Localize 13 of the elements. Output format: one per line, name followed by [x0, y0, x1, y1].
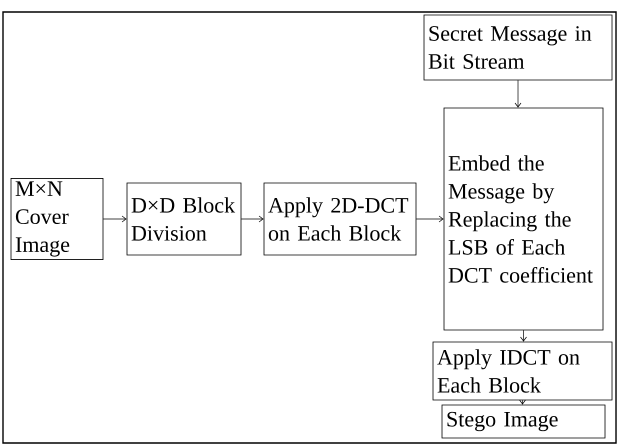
process-box: Secret Message in Bit Stream	[424, 14, 612, 80]
arrow	[416, 216, 444, 222]
arrow	[520, 330, 527, 342]
arrow	[519, 400, 526, 405]
process-box: D×D Block Division	[126, 182, 242, 256]
process-box: Apply IDCT on Each Block	[432, 342, 612, 400]
process-box: Stego Image	[442, 404, 606, 438]
process-box: M×N Cover Image	[10, 178, 104, 260]
arrow	[103, 216, 127, 222]
process-box: Embed the Message by Replacing the LSB of Each DCT coefficient	[444, 108, 604, 330]
arrow	[241, 216, 264, 222]
arrow	[514, 80, 522, 108]
process-box: Apply 2D-DCT on Each Block	[264, 182, 416, 256]
